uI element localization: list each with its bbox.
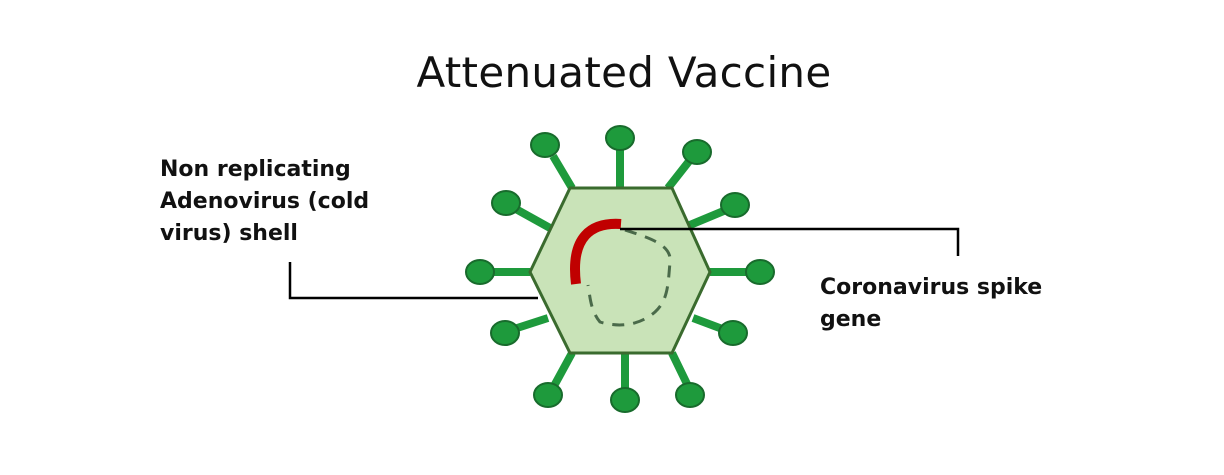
spike-head [720, 192, 750, 218]
diagram-title: Attenuated Vaccine [416, 48, 832, 97]
spike-stem [512, 314, 550, 333]
spike-head [610, 387, 640, 413]
dashed-genome [586, 228, 672, 327]
shell-callout-line [288, 262, 538, 300]
spike-stem [550, 351, 576, 388]
spike-head [682, 139, 712, 165]
spike-stem [664, 157, 694, 191]
shell-label: Non replicating Adenovirus (cold virus) … [160, 157, 370, 246]
spike-head [718, 320, 748, 346]
spike-stem [668, 351, 692, 388]
spike-stem [549, 153, 576, 191]
spike-head [530, 132, 560, 158]
spike-head [491, 190, 521, 216]
spike-gene-arc [570, 218, 622, 285]
spike-stem [512, 204, 552, 232]
gene-callout-line [620, 227, 960, 256]
spike-head [675, 382, 705, 408]
spike-head [533, 382, 563, 408]
spike-head [745, 259, 775, 285]
spike-stem [688, 206, 728, 229]
capsid-hexagon [528, 186, 712, 355]
spike-head [490, 320, 520, 346]
spike-head [465, 259, 495, 285]
surface-spikes [465, 125, 775, 413]
spike-head [605, 125, 635, 151]
gene-label: Coronavirus spike gene [820, 275, 1043, 332]
